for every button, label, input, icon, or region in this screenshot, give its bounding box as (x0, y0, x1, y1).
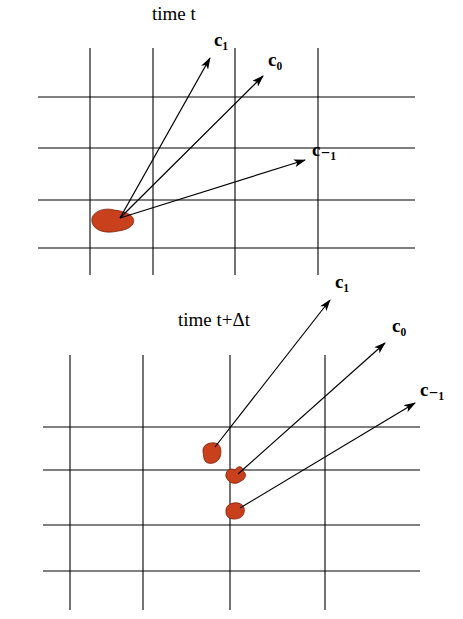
velocity-label: c₋₁ (420, 380, 444, 401)
velocity-label: c₁ (214, 30, 228, 51)
grid-line (142, 355, 143, 610)
top-velocity-arrows (120, 58, 305, 218)
grid-line (69, 355, 70, 610)
fluid-blob (92, 209, 134, 232)
velocity-arrow (120, 76, 263, 218)
fluid-blob (226, 503, 244, 519)
velocity-label: c₀ (392, 316, 406, 337)
bottom-grid (43, 355, 420, 610)
grid-line (38, 199, 415, 200)
velocity-label: c₁ (335, 272, 349, 293)
bottom-velocity-arrows (215, 300, 415, 508)
top-grid (38, 48, 415, 275)
velocity-arrow (238, 343, 385, 474)
grid-line (38, 247, 415, 248)
grid-line (43, 570, 420, 571)
time-heading: time t (152, 4, 196, 25)
velocity-label: c₀ (268, 50, 282, 71)
grid-line (38, 96, 415, 97)
time-heading: time t+Δt (178, 310, 250, 331)
grid-line (38, 147, 415, 148)
grid-line (324, 355, 325, 610)
velocity-arrow (120, 160, 305, 218)
fluid-blob (203, 443, 221, 464)
velocity-label: c₋₁ (312, 140, 336, 161)
velocity-arrow (240, 403, 415, 508)
grid-line (43, 524, 420, 525)
grid-line (89, 48, 90, 275)
grid-line (234, 48, 235, 275)
grid-line (317, 48, 318, 275)
grid-line (152, 48, 153, 275)
